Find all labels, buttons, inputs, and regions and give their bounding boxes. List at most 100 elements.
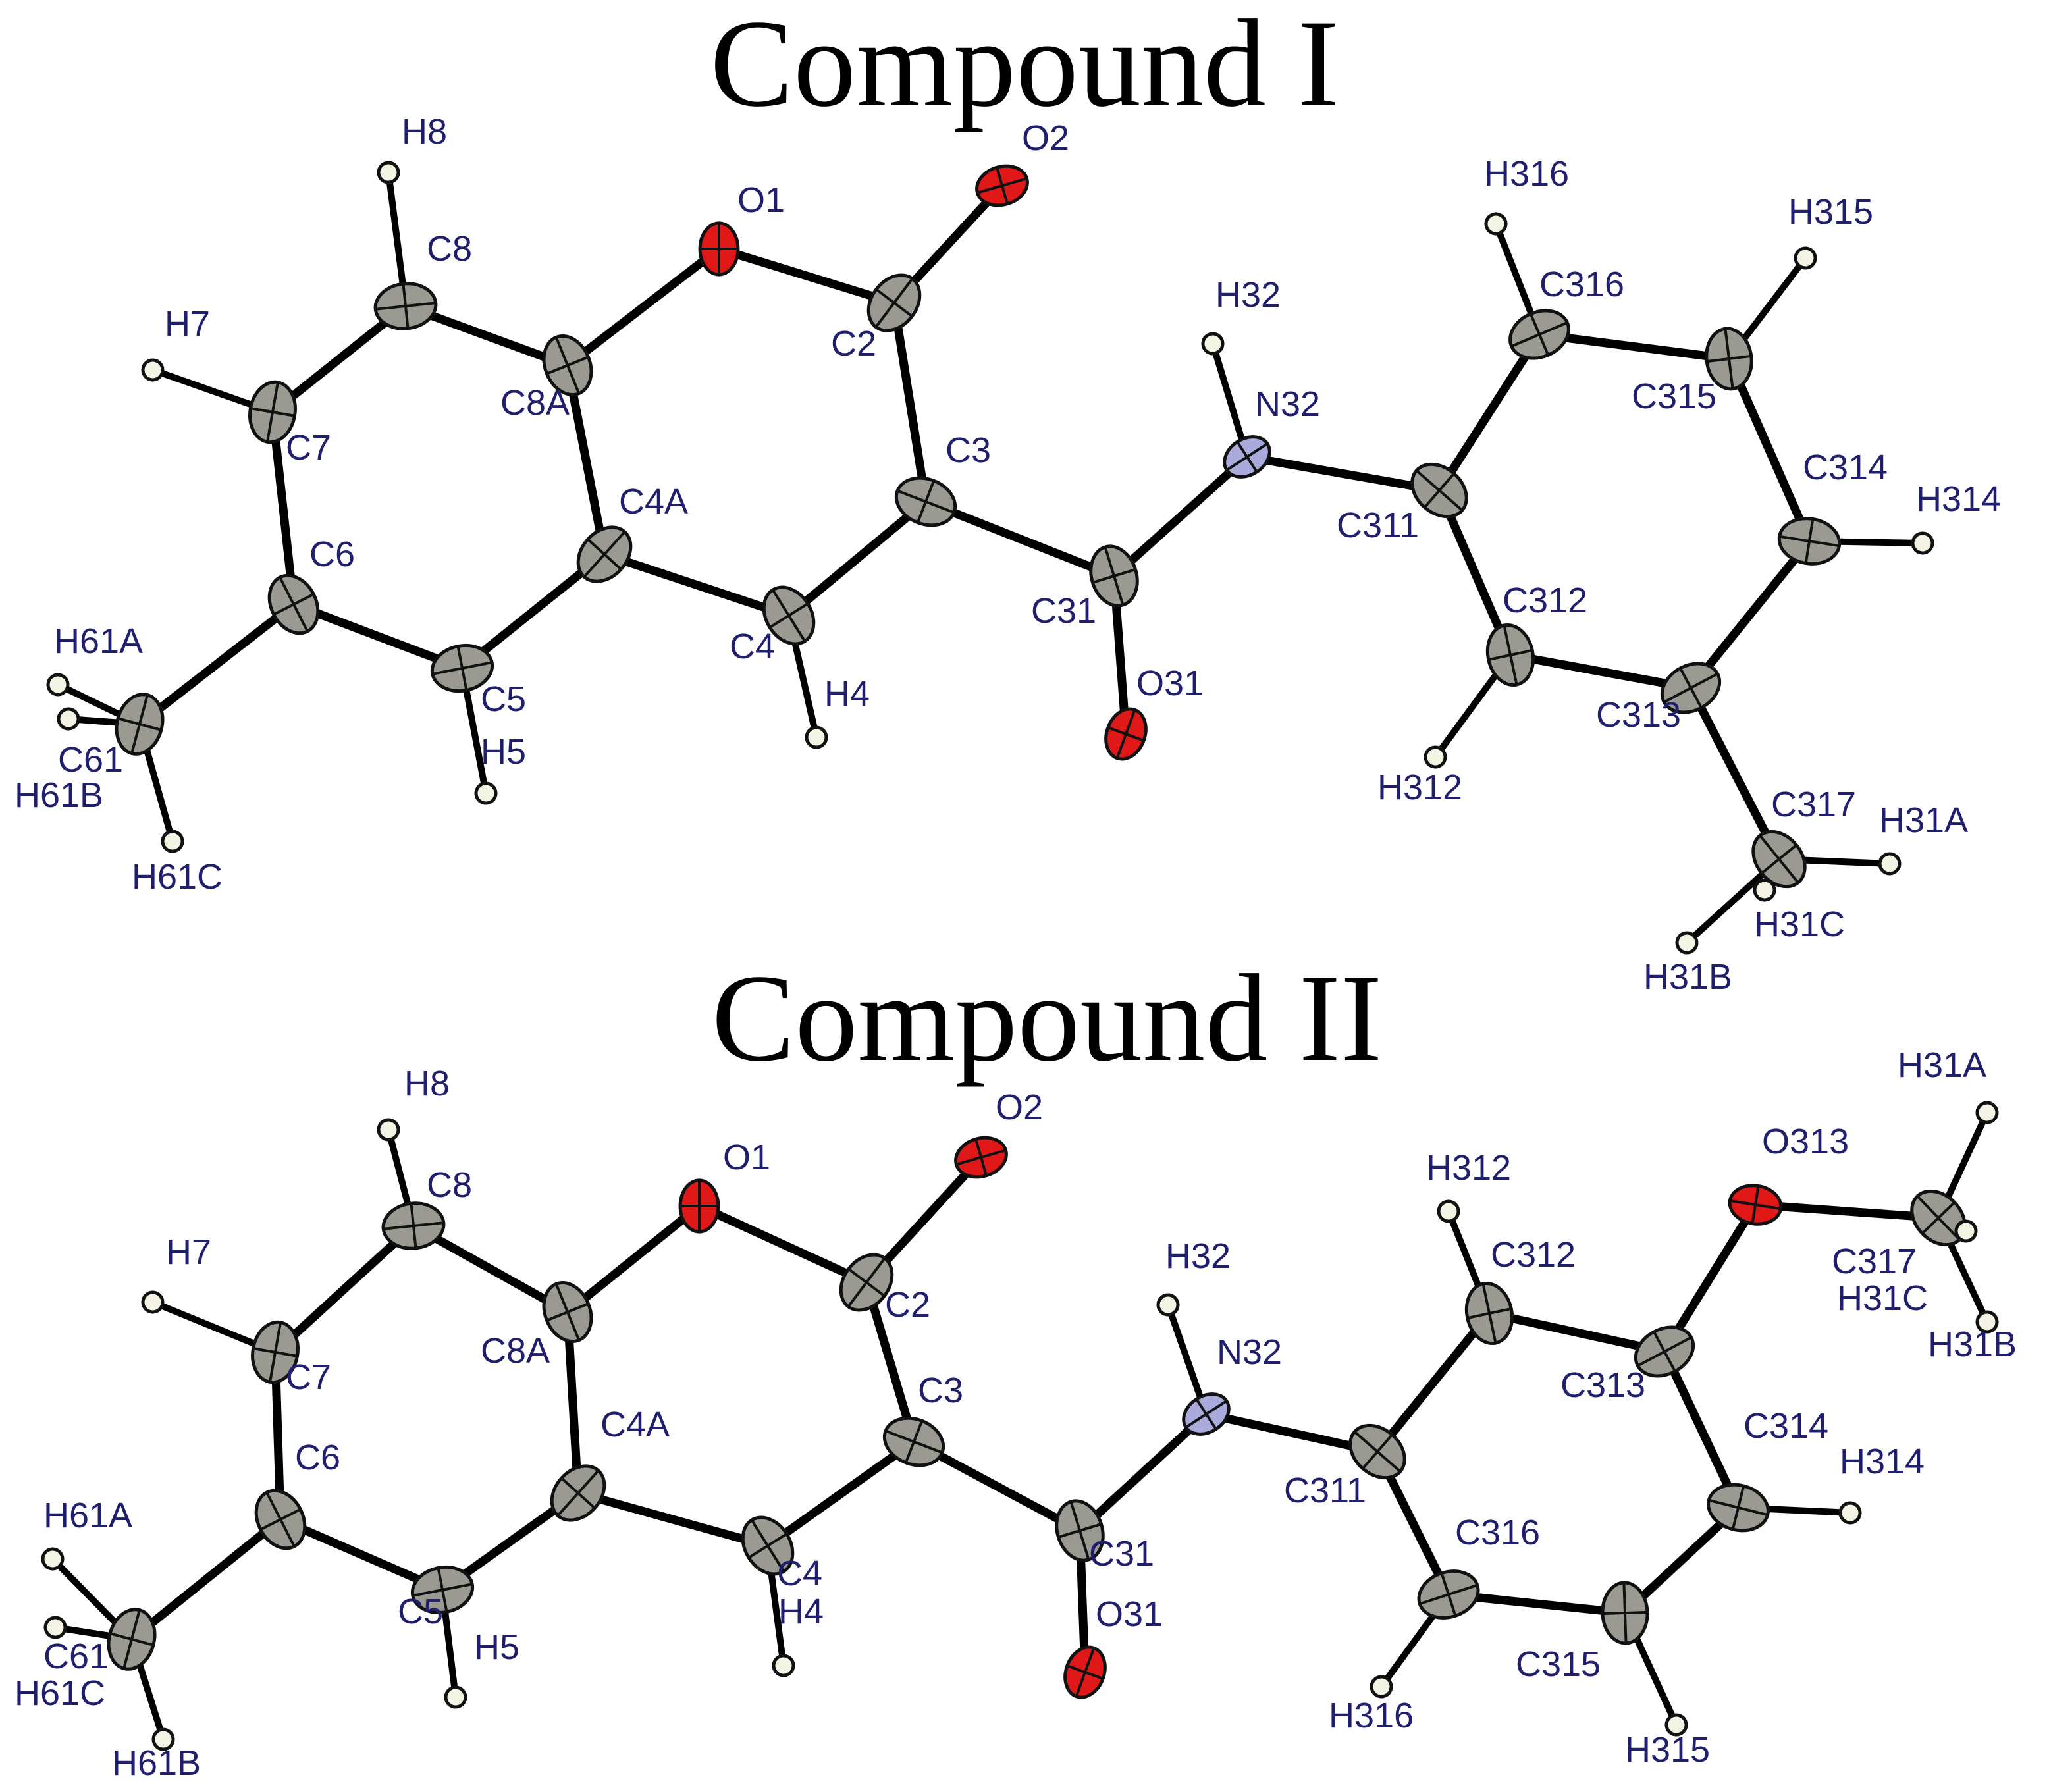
atom-o313: [1728, 1184, 1783, 1226]
atom-label: H61A: [43, 1496, 132, 1535]
bond-c6-c7: [268, 408, 298, 609]
atom-label: C312: [1491, 1235, 1576, 1275]
ellipsoid-axis: [546, 1302, 589, 1322]
atom-label: H61B: [14, 776, 103, 815]
bond-c313-c314: [1660, 1347, 1743, 1512]
atom-ellipsoid: [1954, 1219, 1978, 1243]
atom-label: C314: [1803, 448, 1888, 487]
ellipsoid-axis: [273, 593, 315, 616]
bond-o1-c2: [695, 1201, 871, 1287]
bond-c7-c8: [271, 1221, 418, 1357]
atom-h8: [377, 161, 400, 184]
atom-label: O1: [737, 180, 785, 220]
atom-label: H32: [1215, 275, 1281, 315]
atom-h61b: [57, 707, 80, 731]
atom-label: H315: [1788, 192, 1873, 232]
atom-ellipsoid: [1437, 1199, 1460, 1223]
bond-c314-c315: [1724, 354, 1814, 546]
bond-c311-c312: [1373, 1309, 1494, 1456]
ellipsoid-axis: [916, 480, 936, 523]
atom-label: N32: [1255, 384, 1320, 424]
ellipsoid-axis: [402, 283, 410, 329]
bond-c4-c4a: [573, 1489, 772, 1550]
atom-c3: [894, 476, 957, 527]
atom-c313: [1634, 1325, 1695, 1378]
atom-ellipsoid: [1753, 878, 1776, 902]
atom-h316: [1484, 212, 1508, 236]
atom-label: C4: [730, 627, 775, 666]
atom-h31b: [1675, 931, 1699, 955]
atom-label: C2: [885, 1285, 930, 1325]
atom-ellipsoid: [43, 1616, 67, 1639]
ellipsoid-axis: [456, 646, 468, 691]
atom-layer: [46, 161, 1934, 955]
atom-c316: [1417, 1569, 1480, 1620]
ellipsoid-axis: [974, 1138, 988, 1176]
bond-c313-c317: [1686, 683, 1784, 864]
atom-ellipsoid: [1975, 1310, 1999, 1334]
atom-ellipsoid: [1675, 931, 1699, 955]
ellipsoid-axis: [253, 1347, 298, 1357]
atom-label: C4: [777, 1554, 822, 1593]
atom-h314: [1838, 1501, 1862, 1525]
compound-1-structure: O1C2O2C3C4H4C4AC5H5C6C7H7C8H8C8AC61H61AH…: [14, 112, 2001, 997]
bond-c3-c4: [784, 497, 930, 620]
atom-c7: [248, 380, 297, 444]
atom-label: C315: [1516, 1645, 1601, 1684]
atom-label: C313: [1560, 1365, 1645, 1405]
atom-label: H61A: [54, 621, 143, 661]
atom-label: H31B: [1643, 957, 1732, 997]
ellipsoid-axis: [560, 1477, 596, 1510]
atom-label: H32: [1165, 1236, 1231, 1276]
ellipsoid-axis: [996, 167, 1009, 205]
atom-label: C8A: [481, 1331, 550, 1371]
atom-c31: [1055, 1499, 1105, 1562]
atom-c31: [1089, 544, 1139, 608]
atom-label: C61: [43, 1637, 109, 1676]
ellipsoid-axis: [875, 288, 913, 318]
atom-ellipsoid: [1201, 332, 1225, 356]
atom-h7: [141, 1290, 165, 1314]
atom-h31a: [1878, 852, 1902, 876]
atom-c4: [762, 585, 816, 646]
bond-c3-c31: [921, 497, 1119, 581]
atom-label: C311: [1284, 1471, 1366, 1510]
atom-c314: [1777, 517, 1842, 566]
atom-c311: [1348, 1423, 1406, 1480]
atom-h31c: [1753, 878, 1776, 902]
atom-label: H4: [824, 674, 870, 714]
ellipsoid-axis: [1362, 1434, 1393, 1469]
atom-ellipsoid: [1878, 852, 1902, 876]
atom-label: C3: [918, 1371, 963, 1410]
atom-label: C314: [1743, 1406, 1828, 1446]
atom-h4: [805, 725, 828, 749]
bond-c5-c6: [289, 600, 467, 673]
atom-label: C31: [1089, 1534, 1154, 1573]
atom-c3: [882, 1416, 945, 1467]
atom-ellipsoid: [377, 161, 400, 184]
atom-label: C311: [1337, 506, 1419, 545]
atom-h31b: [1975, 1310, 1999, 1334]
atom-h315: [1794, 246, 1817, 270]
ellipsoid-axis: [1440, 1573, 1457, 1616]
compound-2-title: Compound II: [712, 949, 1383, 1088]
atom-layer: [41, 1101, 1999, 1751]
bond-c8-c8a: [409, 1221, 572, 1317]
ellipsoid-axis: [546, 356, 589, 375]
ellipsoid-axis: [1092, 568, 1136, 584]
ellipsoid-axis: [250, 407, 295, 417]
atom-h61a: [41, 1547, 65, 1571]
atom-ellipsoid: [444, 1685, 467, 1709]
atom-label: C61: [58, 740, 123, 779]
bond-o313-c317: [1751, 1200, 1943, 1223]
bond-c31-n32: [1075, 1410, 1211, 1535]
ellipsoid-axis: [847, 1267, 886, 1298]
ellipsoid-axis: [410, 1203, 417, 1249]
atom-c2: [839, 1253, 894, 1312]
atom-label: C313: [1596, 695, 1681, 735]
atom-ellipsoid: [1911, 531, 1934, 555]
atom-n32: [1182, 1392, 1231, 1436]
ellipsoid-axis: [904, 1420, 924, 1463]
atom-label: H31C: [1754, 905, 1845, 944]
atom-h32: [1156, 1293, 1180, 1317]
